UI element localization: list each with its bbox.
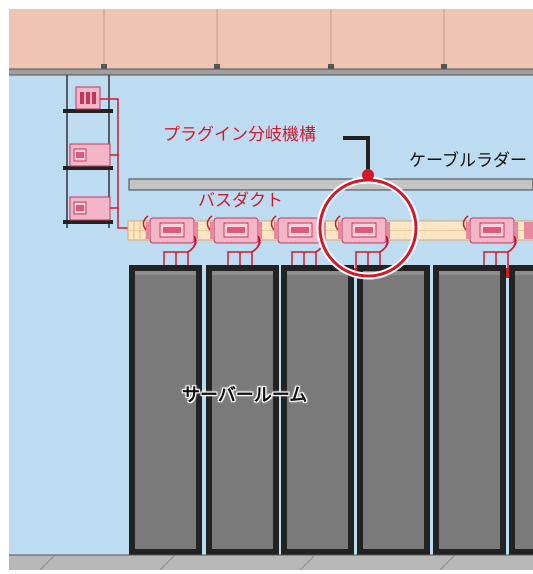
label-plugin-branch: プラグイン分岐機構 [163, 125, 316, 145]
server-rack [281, 265, 354, 555]
server-rack [509, 265, 533, 555]
ceiling [9, 9, 533, 76]
plugin-unit-icon [462, 215, 518, 244]
label-server-room: サーバールーム [182, 385, 308, 406]
cable-ladder [128, 178, 533, 191]
plugin-unit-icon [206, 215, 262, 244]
plugin-units [142, 215, 533, 278]
wall-shelf [63, 75, 135, 229]
label-busduct: バスダクト [198, 191, 283, 211]
label-cable-ladder: ケーブルラダー [409, 151, 527, 171]
plugin-unit-icon [270, 215, 326, 244]
server-rack [357, 265, 430, 555]
server-rack [129, 265, 202, 555]
plugin-unit-icon [75, 86, 101, 110]
plugin-unit-icon [69, 196, 111, 221]
server-rack [433, 265, 506, 555]
server-rack [206, 265, 279, 555]
plugin-unit-icon [69, 143, 111, 167]
plugin-unit-icon [334, 215, 390, 244]
server-racks [129, 265, 533, 555]
plugin-unit-icon [142, 215, 198, 244]
leader-line-icon [343, 136, 374, 181]
floor [9, 554, 533, 571]
plugin-unit-icon [524, 222, 533, 239]
